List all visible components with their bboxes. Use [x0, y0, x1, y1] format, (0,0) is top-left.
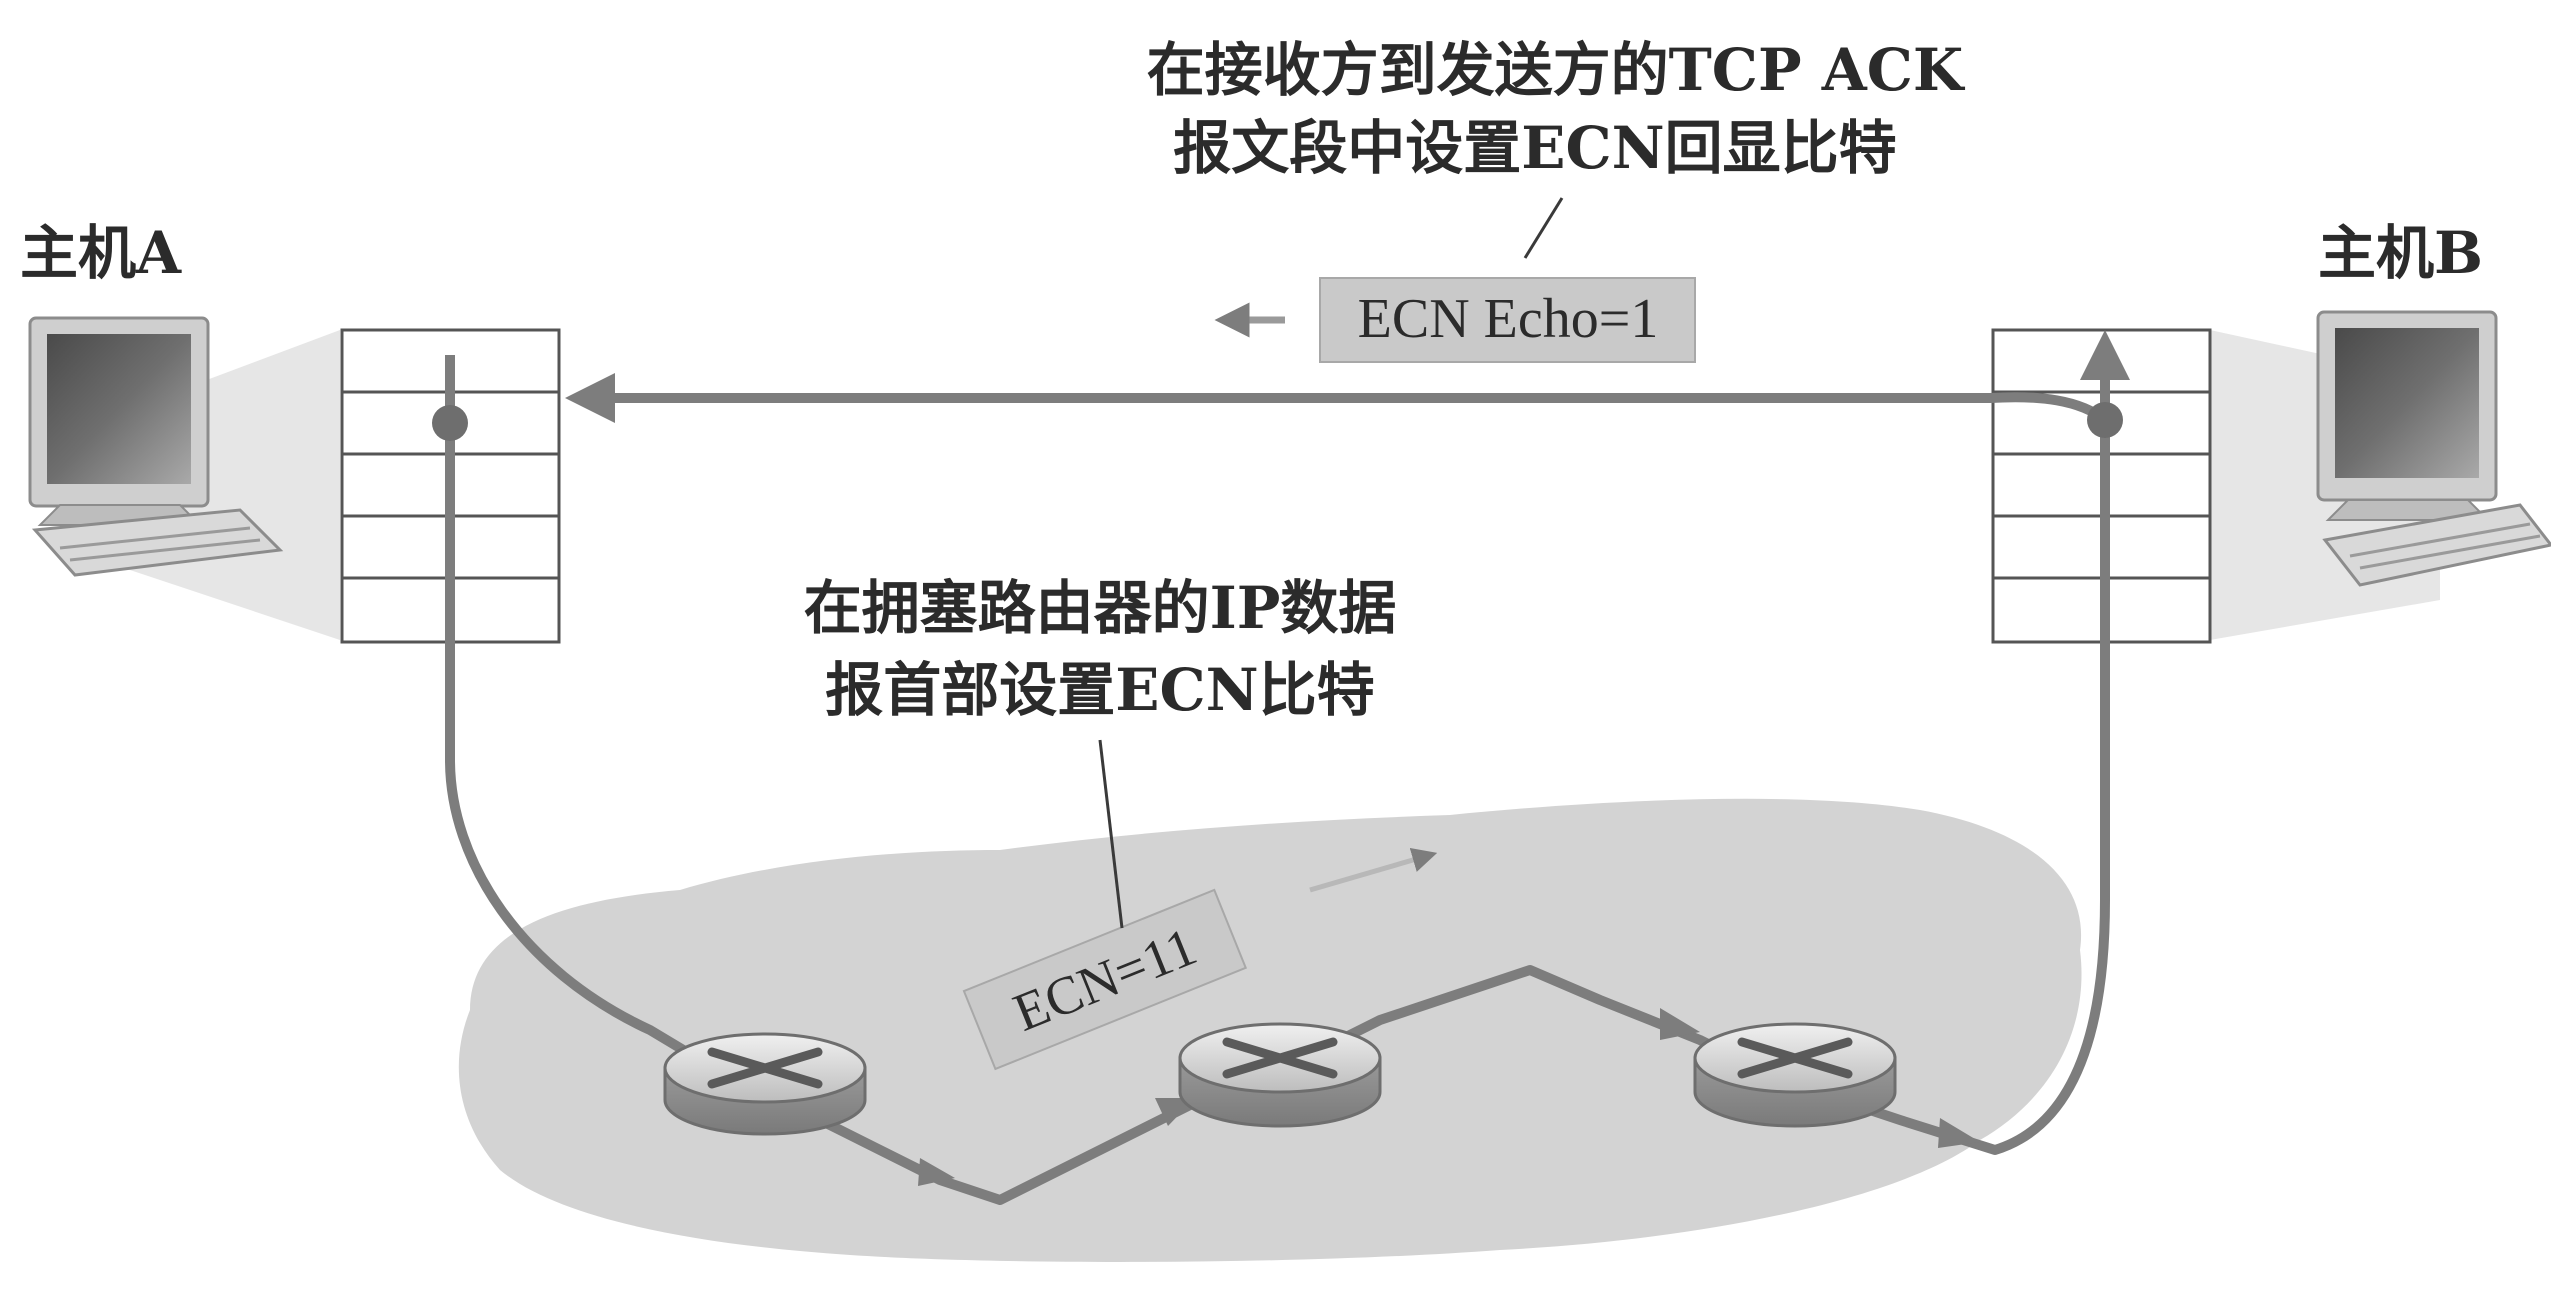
top-annotation-leader: [1523, 197, 1564, 259]
computer-icon-host-a: [28, 316, 284, 577]
ecn-tag-arrow: [1309, 847, 1438, 893]
host-b-stack-dot: [2087, 402, 2123, 438]
host-a-label: 主机A: [20, 219, 182, 287]
data-path-arrow-3: [1660, 1008, 1700, 1040]
ecn-echo-tag: [1319, 277, 1696, 363]
data-path-arrow-4: [1938, 1118, 1980, 1148]
data-path-arrow-1: [918, 1158, 955, 1186]
ecn-echo-tag-label: ECN Echo=1: [1358, 288, 1659, 350]
router-icon-2: [1178, 1022, 1382, 1128]
router-icon-1: [663, 1032, 867, 1136]
top-annotation-line-1: 在接收方到发送方的TCP ACK: [1147, 36, 1966, 104]
ecn-tag: [962, 888, 1248, 1071]
middle-annotation-leader: [1098, 739, 1124, 929]
computer-icon-host-b: [2316, 310, 2551, 587]
router-icon-3: [1693, 1022, 1897, 1128]
middle-annotation-line-2: 报首部设置ECN比特: [825, 656, 1374, 724]
top-annotation-line-2: 报文段中设置ECN回显比特: [1173, 114, 1896, 182]
ack-path: [565, 373, 2109, 425]
host-b-label: 主机B: [2318, 219, 2483, 287]
middle-annotation-line-1: 在拥塞路由器的IP数据: [804, 574, 1397, 642]
host-a-stack-dot: [432, 405, 468, 441]
data-path-arrow-2: [1155, 1098, 1195, 1126]
